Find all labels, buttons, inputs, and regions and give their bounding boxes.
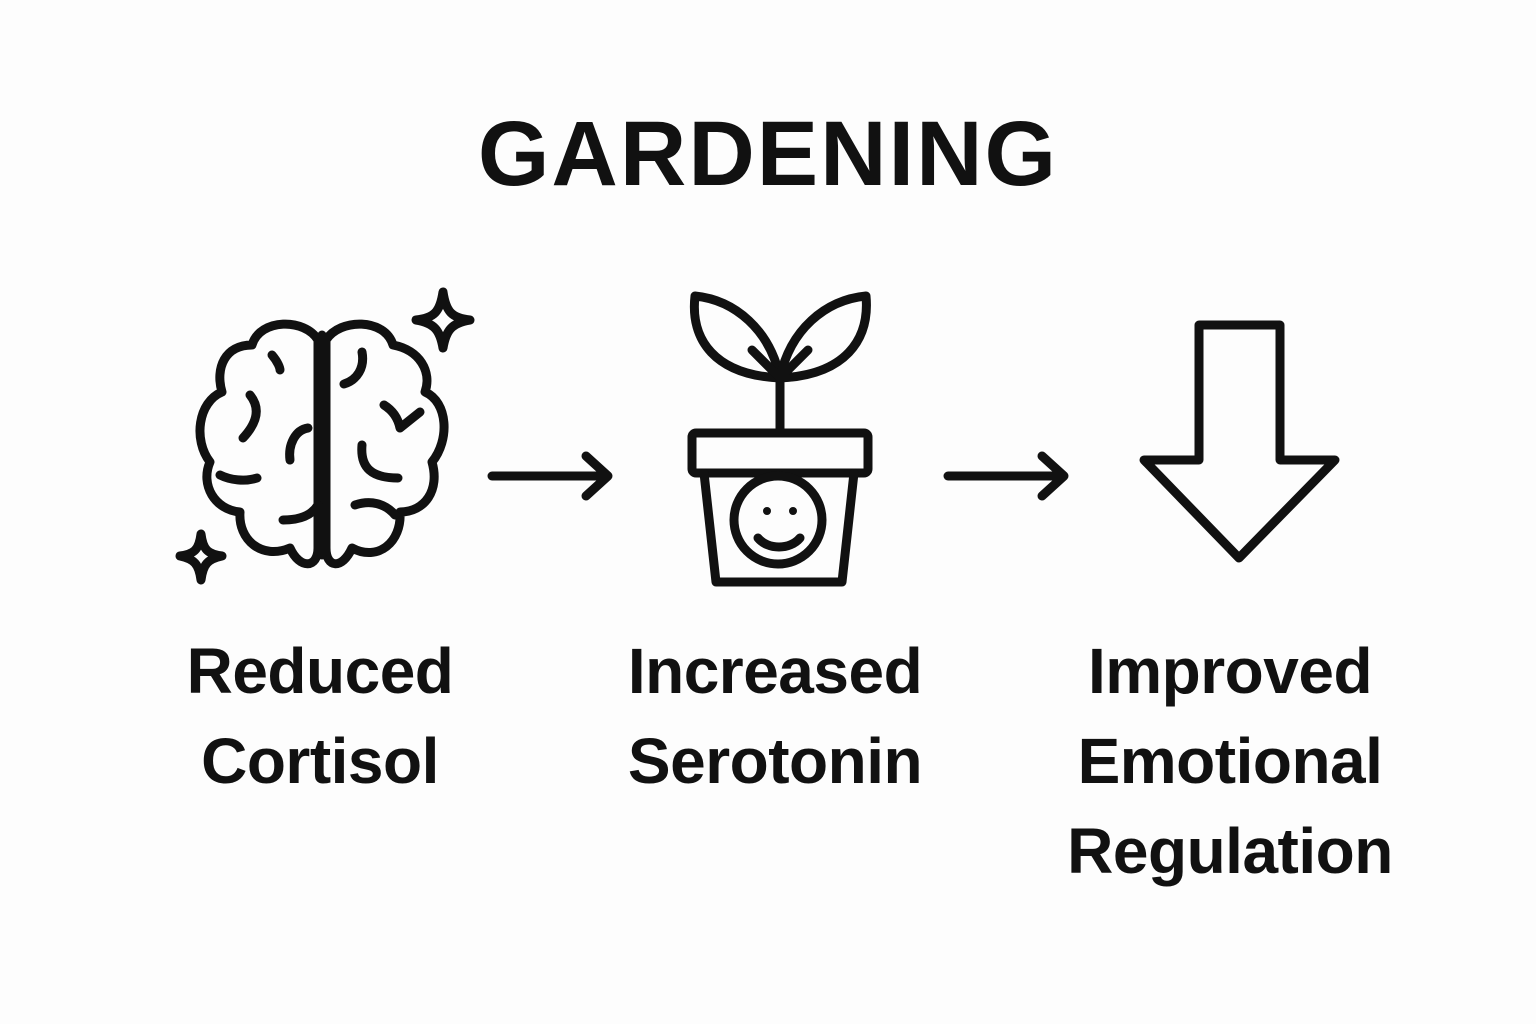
label-line: Improved: [1087, 635, 1373, 707]
step-label-reduced-cortisol: Reduced Cortisol: [160, 626, 480, 806]
step-label-increased-serotonin: Increased Serotonin: [600, 626, 950, 806]
down-arrow-icon: [1139, 320, 1340, 563]
label-line: Emotional: [1077, 725, 1383, 797]
brain-icon: [195, 319, 449, 569]
diagram-title: GARDENING: [477, 103, 1059, 205]
label-line: Serotonin: [627, 725, 923, 797]
plant-pot-smiley-icon: [687, 291, 873, 587]
right-arrow-icon: [487, 451, 613, 501]
label-line: Reduced: [186, 635, 454, 707]
step-label-improved-emotional-regulation: Improved Emotional Regulation: [1040, 626, 1420, 896]
label-line: Regulation: [1067, 815, 1393, 887]
label-line: Increased: [627, 635, 923, 707]
label-line: Cortisol: [201, 725, 439, 797]
sparkle-icon: [175, 287, 475, 585]
right-arrow-icon: [943, 451, 1069, 501]
